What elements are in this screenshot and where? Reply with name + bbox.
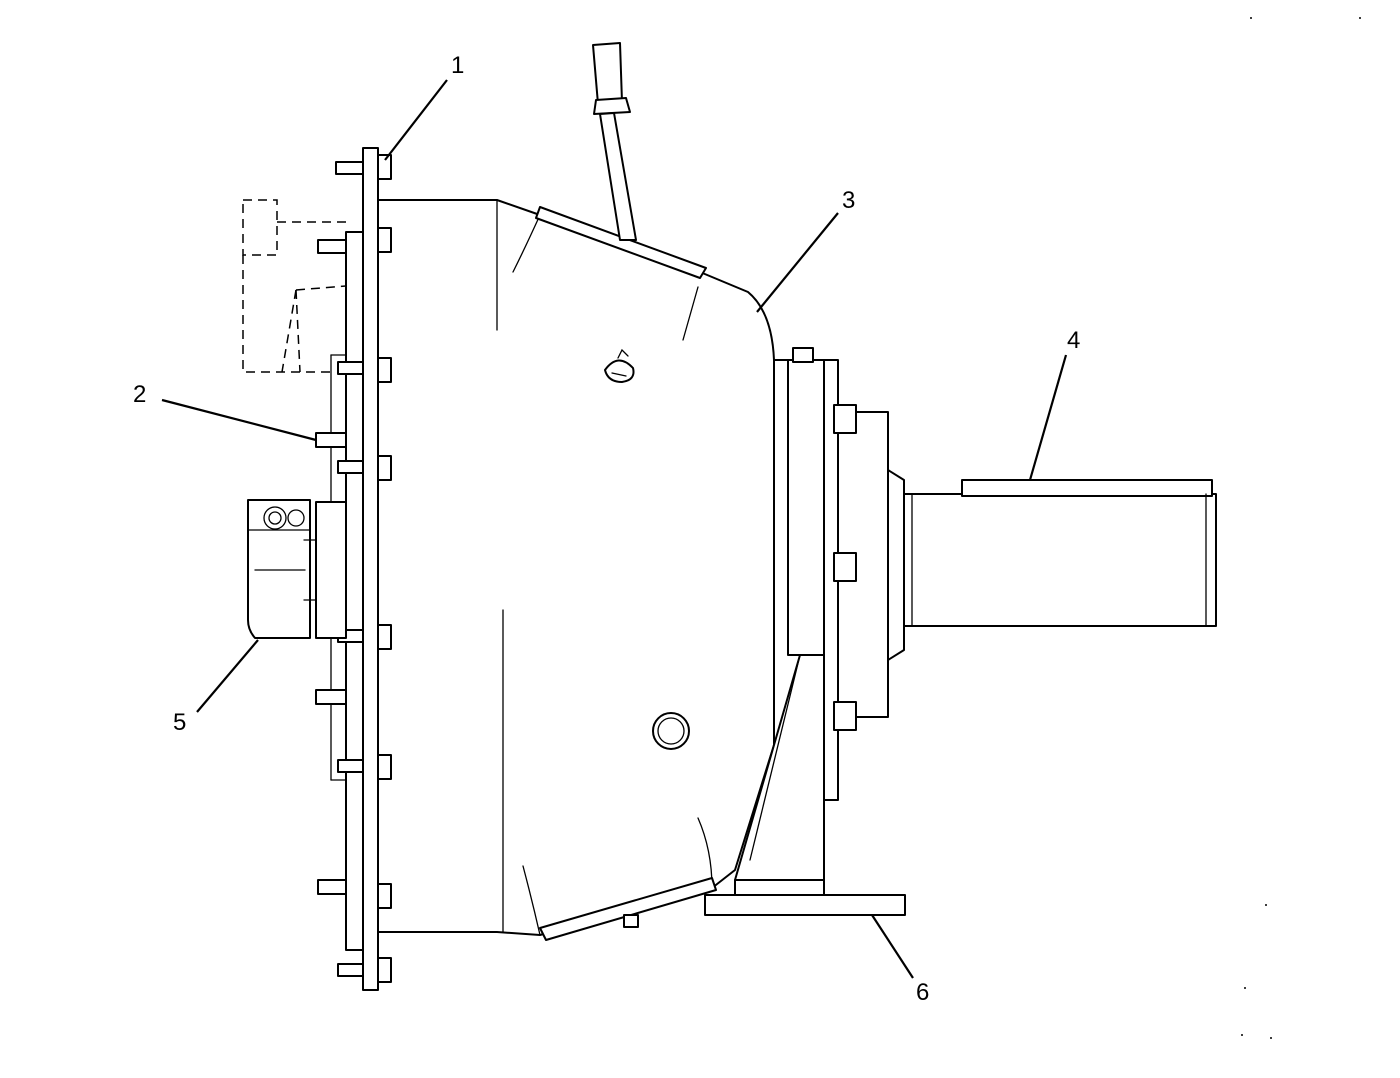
bolt	[315, 689, 392, 780]
callout-6: 6	[916, 979, 929, 1006]
right-mounting-plate	[734, 347, 839, 881]
phantom-component	[242, 199, 347, 373]
callout-2: 2	[133, 381, 146, 408]
bolt	[315, 432, 392, 481]
drive-motor	[903, 479, 1217, 627]
leader-5	[196, 639, 259, 713]
bottom-chute-plate	[539, 877, 717, 941]
callout-1: 1	[451, 52, 464, 79]
inspection-port	[652, 712, 690, 750]
callout-3: 3	[842, 187, 855, 214]
main-housing	[377, 199, 775, 936]
leader-lines	[161, 79, 1068, 979]
scan-specks	[1241, 17, 1361, 1039]
bolt	[335, 154, 392, 180]
leader-3	[756, 212, 839, 313]
bolt	[337, 957, 392, 983]
grease-fitting	[604, 348, 635, 383]
callout-4: 4	[1067, 327, 1080, 354]
leader-1	[384, 79, 448, 161]
callout-5: 5	[173, 709, 186, 736]
bolt	[317, 227, 392, 254]
base-foot-plate	[704, 879, 906, 916]
flange-bolts	[315, 154, 392, 983]
gearbox-flange	[833, 404, 905, 731]
bearing-assembly	[247, 499, 347, 639]
leader-4	[1028, 354, 1068, 481]
bolt	[337, 357, 392, 383]
bolt	[317, 879, 392, 909]
leader-2	[161, 398, 317, 442]
leader-6	[871, 914, 914, 979]
top-chute-plate	[535, 42, 707, 279]
